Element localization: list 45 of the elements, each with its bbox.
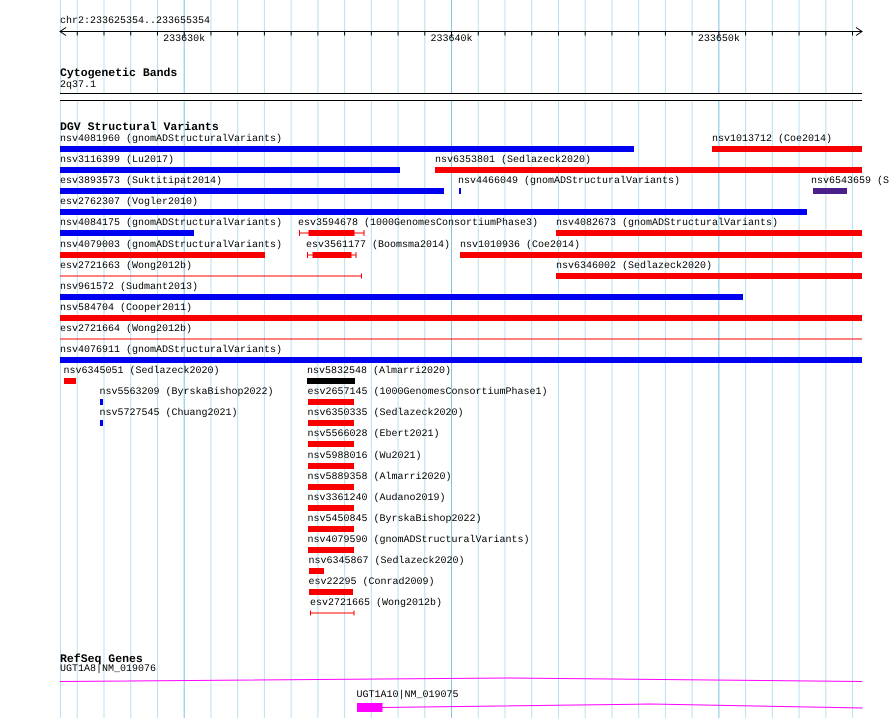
track-title: Cytogenetic Bands	[60, 66, 178, 80]
variant-label: nsv5988016 (Wu2021)	[308, 451, 422, 462]
gene-label: UGT1A10|NM_019075	[356, 690, 459, 700]
track-title: DGV Structural Variants	[60, 120, 219, 134]
variant-label: esv3893573 (Suktitipat2014)	[60, 176, 222, 187]
variant-label: nsv6345051 (Sedlazeck2020)	[64, 366, 220, 377]
variant-label: nsv4084175 (gnomADStructuralVariants)	[60, 218, 282, 229]
variant-label: nsv5727545 (Chuang2021)	[100, 408, 238, 419]
band-label: 2q37.1	[60, 80, 96, 91]
variant-label: nsv6543659 (S	[811, 176, 890, 187]
variant-label: nsv5889358 (Almarri2020)	[308, 472, 452, 483]
variant-label: nsv1013712 (Coe2014)	[712, 134, 832, 145]
variant-label: esv2721665 (Wong2012b)	[310, 598, 442, 609]
variant-label: nsv4079003 (gnomADStructuralVariants)	[60, 240, 282, 251]
variant-label: nsv4081960 (gnomADStructuralVariants)	[60, 134, 282, 145]
variant-label: esv2721664 (Wong2012b)	[60, 324, 192, 335]
variant-label: nsv6346002 (Sedlazeck2020)	[556, 261, 712, 272]
tick-label: 233630k	[163, 34, 206, 45]
variant-label: nsv4082673 (gnomADStructuralVariants)	[556, 218, 778, 229]
variant-label: nsv5563209 (ByrskaBishop2022)	[100, 387, 274, 398]
variant-label: esv22295 (Conrad2009)	[308, 577, 435, 588]
variant-label: nsv4079590 (gnomADStructuralVariants)	[308, 535, 530, 546]
variant-label: esv2721663 (Wong2012b)	[60, 261, 192, 272]
variant-label: nsv3361240 (Audano2019)	[308, 493, 446, 504]
variant-label: nsv5450845 (ByrskaBishop2022)	[308, 514, 482, 525]
variant-label: nsv584704 (Cooper2011)	[60, 303, 192, 314]
variant-label: nsv6350335 (Sedlazeck2020)	[308, 408, 464, 419]
gene-label: UGT1A8|NM_019076	[60, 664, 156, 675]
variant-label: nsv4466049 (gnomADStructuralVariants)	[458, 176, 680, 187]
variant-label: nsv6353801 (Sedlazeck2020)	[435, 155, 592, 166]
variant-label: nsv3116399 (Lu2017)	[60, 155, 174, 166]
track-title: RefSeq Genes	[60, 652, 143, 666]
variant-label: esv2657145 (1000GenomesConsortiumPhase1)	[308, 387, 548, 398]
variant-label: nsv961572 (Sudmant2013)	[60, 282, 198, 293]
variant-label: nsv6345867 (Sedlazeck2020)	[308, 556, 465, 567]
variant-label: esv2762307 (Vogler2010)	[60, 197, 198, 208]
variant-label: esv3594678 (1000GenomesConsortiumPhase3)	[298, 218, 538, 229]
variant-label: nsv1010936 (Coe2014)	[460, 240, 580, 251]
variant-label: nsv5832548 (Almarri2020)	[307, 366, 452, 377]
tick-label: 233640k	[430, 34, 473, 45]
variant-label: nsv5566028 (Ebert2021)	[308, 429, 440, 440]
variant-label: esv3561177 (Boomsma2014)	[306, 240, 450, 251]
location-label: chr2:233625354..233655354	[60, 16, 210, 26]
tick-label: 233650k	[698, 34, 740, 45]
variant-label: nsv4076911 (gnomADStructuralVariants)	[60, 345, 282, 356]
